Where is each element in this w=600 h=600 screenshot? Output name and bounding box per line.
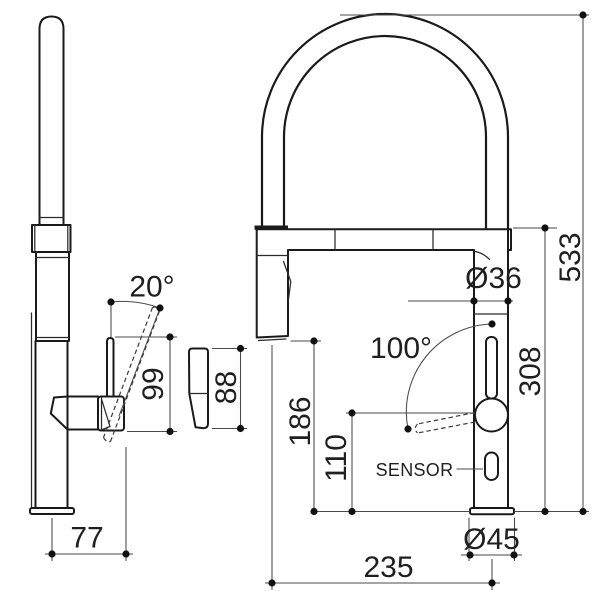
angle-leader-20 [118, 307, 161, 417]
front-lever-rotated-dashed [414, 411, 476, 434]
front-view [254, 11, 589, 590]
spray-head-dock-flange [254, 225, 288, 230]
side-rod [38, 15, 65, 226]
holder-bar-joints [334, 228, 434, 251]
spray-head [255, 228, 289, 339]
label-body-diameter: Ø36 [465, 262, 522, 295]
dim-308-lines [513, 227, 557, 512]
dimension-labels: 20° 99 88 77 Ø36 100° 533 308 186 110 SE… [70, 232, 587, 584]
side-lever-rotated-dashed [102, 306, 161, 443]
lever-pivot-circle [474, 397, 509, 433]
bar-corner-fillet [474, 250, 491, 261]
label-spout-reach: 235 [363, 551, 413, 584]
label-lever-detail-length: 88 [210, 371, 243, 404]
label-lever-pivot-height: 110 [320, 434, 353, 482]
side-handle-block-facets [100, 396, 111, 431]
front-base-flange [469, 507, 515, 516]
label-base-diameter: Ø45 [463, 523, 520, 556]
body-column [473, 228, 509, 509]
side-collar-edges [34, 225, 69, 252]
sensor-window [484, 451, 499, 481]
side-collar [31, 224, 72, 253]
label-lever-angle: 20° [129, 271, 174, 304]
spout-arch-outer [260, 12, 510, 229]
label-lever-length: 99 [137, 367, 170, 400]
side-view [29, 15, 247, 561]
side-dimensions [45, 298, 247, 561]
label-lever-reach: 77 [70, 522, 103, 555]
side-spout-wedge [49, 395, 69, 431]
label-lever-rotation: 100° [370, 332, 432, 365]
side-lower-column [34, 340, 69, 509]
front-dimensions [265, 11, 589, 590]
side-upper-body [35, 251, 70, 342]
side-handle-block [97, 395, 125, 432]
label-spout-holder-height: 308 [514, 346, 547, 396]
spray-head-details [256, 254, 292, 342]
handle-detail-part [188, 347, 209, 430]
angle-arc-100 [405, 323, 493, 430]
side-handle-neck [66, 395, 99, 431]
label-overall-height: 533 [554, 232, 587, 282]
side-handle-pin [106, 337, 115, 398]
lever-slot [485, 336, 498, 400]
side-upper-body-lines [35, 256, 70, 339]
spout-arch-inner [282, 34, 488, 229]
holder-bar [255, 228, 512, 251]
label-sensor: SENSOR [376, 460, 454, 480]
dim-533-lines [340, 14, 589, 512]
dim-110-lines [346, 412, 475, 512]
side-base-flange [29, 507, 75, 515]
label-outlet-height: 186 [284, 396, 317, 446]
